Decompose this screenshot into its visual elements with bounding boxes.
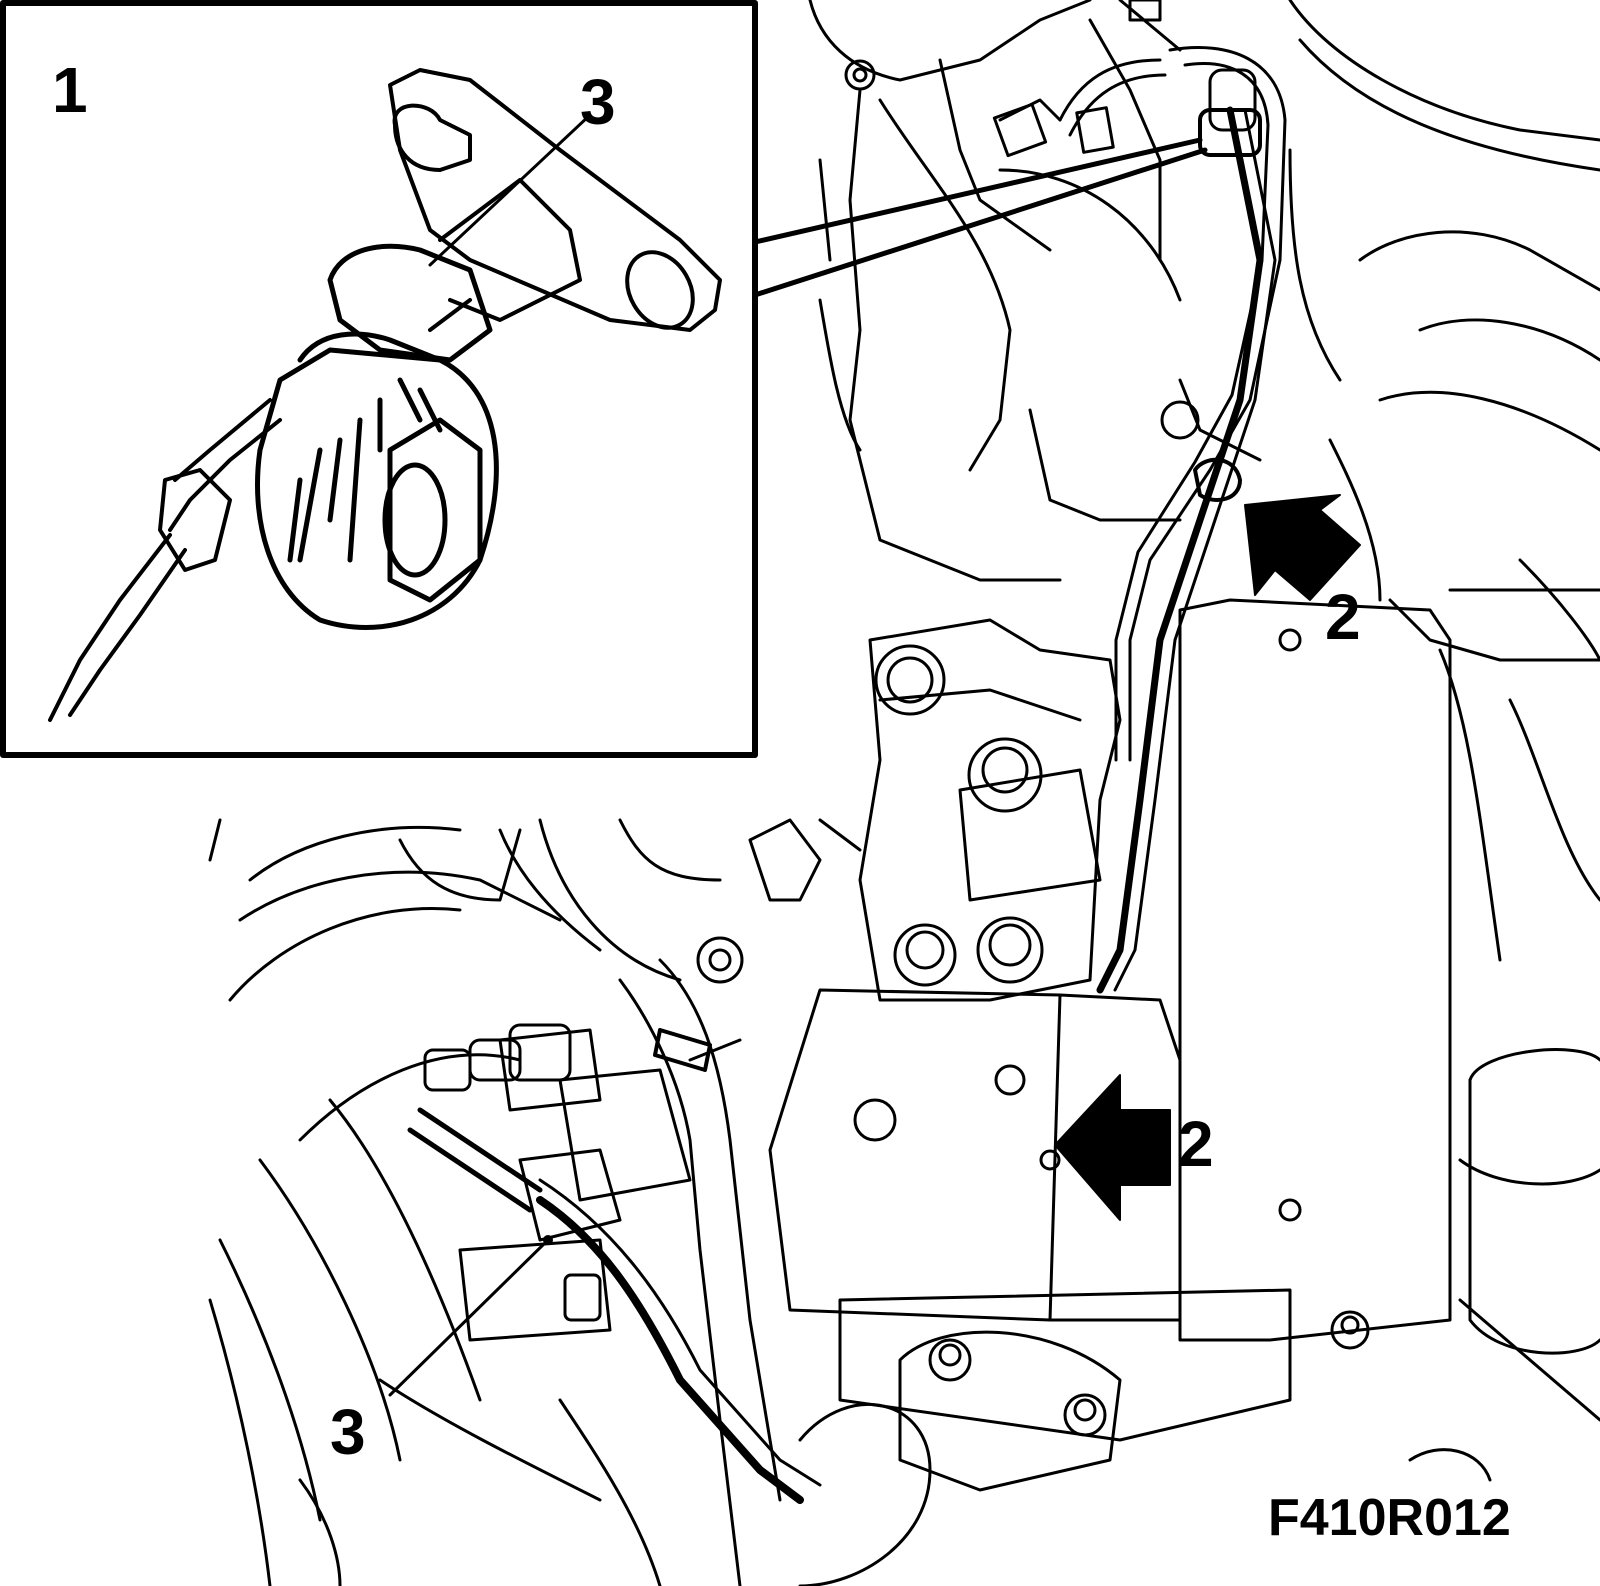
callout-connector-3: 3 [330, 1396, 366, 1468]
arrow-lower-icon [1054, 1074, 1171, 1221]
callout-arrow-upper-2: 2 [1325, 581, 1361, 653]
inset-label: 1 [52, 54, 88, 126]
direction-arrows [1054, 494, 1361, 1221]
callout-arrow-lower-2: 2 [1178, 1108, 1214, 1180]
inset-callout-part-3: 3 [580, 66, 616, 138]
inset-callout-3-leader [428, 113, 592, 267]
engine-line-art [208, 0, 1600, 1586]
arrow-upper-icon [1244, 494, 1361, 601]
inset-detail-view [0, 0, 758, 758]
lower-callout-3-leader [388, 1238, 550, 1397]
inset-leader-lines [752, 137, 1208, 298]
figure-code: F410R012 [1268, 1489, 1511, 1547]
bolt-group [874, 644, 1044, 987]
